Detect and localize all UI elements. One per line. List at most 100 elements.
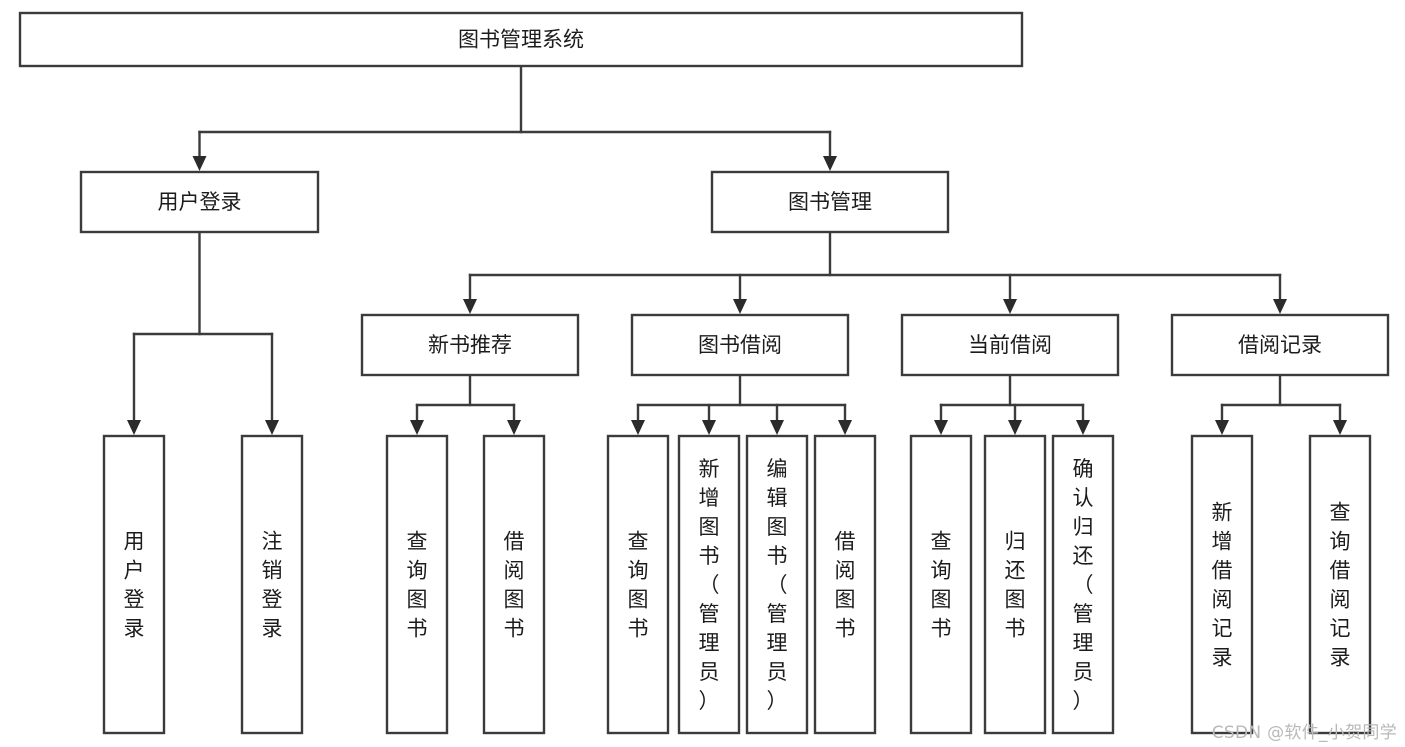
svg-text:增: 增	[1212, 530, 1233, 554]
svg-text:图: 图	[407, 588, 428, 612]
svg-text:询: 询	[931, 559, 952, 583]
svg-text:）: ）	[767, 689, 788, 713]
svg-text:询: 询	[628, 559, 649, 583]
node-rect	[677, 434, 741, 735]
svg-text:登: 登	[262, 588, 283, 612]
svg-text:阅: 阅	[835, 559, 856, 583]
svg-text:书: 书	[1005, 617, 1026, 641]
csdn-watermark: CSDN @软件_小贺同学	[1211, 723, 1397, 743]
node-label: 借阅记录	[1238, 333, 1322, 357]
tree-node-l2[interactable]: 用户登录	[79, 170, 320, 234]
arrow-head-icon	[934, 420, 948, 435]
svg-text:还: 还	[1073, 544, 1094, 568]
svg-text:查: 查	[1330, 501, 1351, 525]
arrow-head-icon	[265, 420, 279, 435]
svg-text:管: 管	[699, 602, 720, 626]
arrow-head-icon	[838, 420, 852, 435]
svg-text:书: 书	[699, 544, 720, 568]
node-rect	[813, 434, 877, 735]
svg-text:理: 理	[767, 631, 788, 655]
node-rect	[102, 434, 166, 735]
tree-node-leaf[interactable]: 用户登录	[102, 434, 166, 735]
svg-text:书: 书	[931, 617, 952, 641]
svg-text:借: 借	[1330, 559, 1351, 583]
node-rect	[710, 170, 950, 234]
svg-text:确: 确	[1073, 457, 1094, 481]
svg-text:书: 书	[504, 617, 525, 641]
svg-text:图: 图	[835, 588, 856, 612]
node-label: 新书推荐	[428, 333, 512, 357]
tree-node-root[interactable]: 图书管理系统	[18, 11, 1024, 68]
arrow-head-icon	[631, 420, 645, 435]
tree-node-l3[interactable]: 当前借阅	[900, 313, 1120, 377]
svg-text:归: 归	[1073, 515, 1094, 539]
svg-text:记: 记	[1212, 617, 1233, 641]
svg-text:借: 借	[504, 530, 525, 554]
svg-text:）: ）	[1073, 689, 1094, 713]
svg-text:销: 销	[262, 559, 283, 583]
svg-text:录: 录	[1330, 646, 1351, 670]
node-rect	[1170, 313, 1390, 377]
node-label-vertical: 用户登录	[124, 530, 145, 641]
svg-text:图: 图	[628, 588, 649, 612]
svg-text:（: （	[767, 573, 788, 597]
node-label: 图书借阅	[698, 333, 782, 357]
svg-text:管: 管	[1073, 602, 1094, 626]
arrow-head-icon	[733, 299, 747, 314]
svg-text:图: 图	[699, 515, 720, 539]
tree-node-l2[interactable]: 图书管理	[710, 170, 950, 234]
node-rect	[1308, 434, 1372, 735]
svg-text:员: 员	[767, 660, 788, 684]
svg-text:认: 认	[1073, 486, 1094, 510]
arrow-head-icon	[1215, 420, 1229, 435]
arrow-head-icon	[702, 420, 716, 435]
tree-node-l3[interactable]: 新书推荐	[360, 313, 580, 377]
arrow-head-icon	[823, 156, 837, 171]
svg-text:录: 录	[124, 617, 145, 641]
arrow-head-icon	[1076, 420, 1090, 435]
node-label: 当前借阅	[968, 333, 1052, 357]
tree-node-l3[interactable]: 图书借阅	[630, 313, 850, 377]
node-rect	[482, 434, 546, 735]
svg-text:）: ）	[699, 689, 720, 713]
node-rect	[18, 11, 1024, 68]
svg-text:图: 图	[504, 588, 525, 612]
node-rect	[360, 313, 580, 377]
svg-text:录: 录	[262, 617, 283, 641]
node-rect	[606, 434, 670, 735]
svg-text:书: 书	[628, 617, 649, 641]
svg-text:询: 询	[1330, 530, 1351, 554]
svg-text:询: 询	[407, 559, 428, 583]
node-rect	[983, 434, 1047, 735]
node-label: 图书管理系统	[458, 28, 584, 52]
svg-text:图: 图	[767, 515, 788, 539]
svg-text:（: （	[699, 573, 720, 597]
svg-text:查: 查	[628, 530, 649, 554]
svg-text:理: 理	[1073, 631, 1094, 655]
node-rect	[630, 313, 850, 377]
tree-node-l3[interactable]: 借阅记录	[1170, 313, 1390, 377]
svg-text:查: 查	[407, 530, 428, 554]
svg-text:（: （	[1073, 573, 1094, 597]
arrow-head-icon	[192, 156, 207, 171]
node-rect	[240, 434, 304, 735]
